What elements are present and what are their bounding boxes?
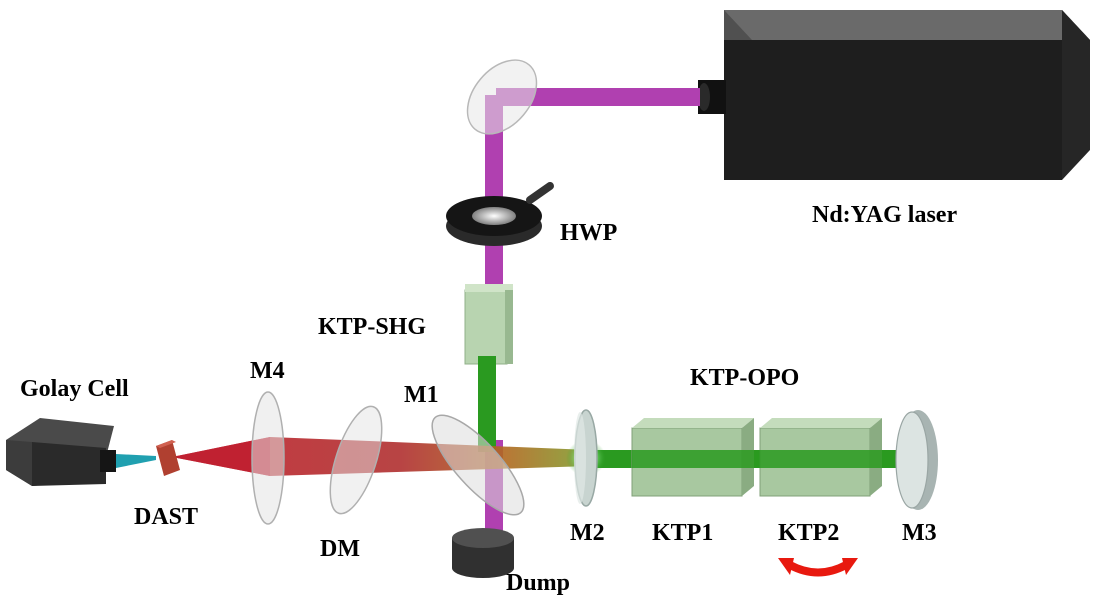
label-golay-cell: Golay Cell xyxy=(20,376,129,402)
turning-mirror-disk xyxy=(466,59,538,135)
laser-face xyxy=(724,40,1062,180)
green-beam-in-crystals xyxy=(632,450,910,468)
label-dast: DAST xyxy=(134,504,198,530)
beam-dump xyxy=(452,528,514,578)
laser-top-face xyxy=(724,10,1090,40)
golay-front xyxy=(32,442,106,486)
ktp-shg-side xyxy=(505,290,513,364)
label-dm: DM xyxy=(320,536,360,562)
label-laser: Nd:YAG laser xyxy=(812,202,957,228)
label-m3: M3 xyxy=(902,520,937,546)
m2-face xyxy=(574,412,586,504)
m2-mirror xyxy=(574,409,598,507)
hwp-handle xyxy=(526,182,554,204)
golay-cone xyxy=(116,454,156,468)
laser-side-face xyxy=(1062,10,1090,180)
label-ktp2: KTP2 xyxy=(778,520,839,546)
thz-beam-focus xyxy=(172,437,270,476)
m3-face xyxy=(895,411,929,509)
label-m4: M4 xyxy=(250,358,285,384)
m4-mirror xyxy=(251,391,285,525)
golay-side xyxy=(6,440,32,486)
ktp-shg-top xyxy=(465,284,513,292)
dast-crystal xyxy=(156,440,180,476)
dast-body xyxy=(156,440,180,476)
ktp-shg-body xyxy=(464,289,508,365)
rotation-arrow-arc xyxy=(788,561,848,577)
rotation-arrow-right-head xyxy=(842,558,858,575)
dump-top xyxy=(452,528,514,548)
pump-beam-horizontal xyxy=(496,88,700,106)
label-hwp: HWP xyxy=(560,220,617,246)
laser-aperture-lens xyxy=(698,83,710,111)
label-ktp1: KTP1 xyxy=(652,520,713,546)
label-ktp-shg: KTP-SHG xyxy=(318,314,426,340)
hwp-aperture xyxy=(472,207,516,225)
dast-top xyxy=(156,440,176,448)
turning-mirror xyxy=(466,59,538,135)
label-ktp-opo: KTP-OPO xyxy=(690,365,799,391)
ktp-shg-crystal xyxy=(464,284,513,365)
hwp xyxy=(446,182,554,246)
dm-mirror xyxy=(329,405,383,515)
m1-mirror xyxy=(431,414,525,516)
laser-box xyxy=(698,10,1090,180)
rotation-arrow xyxy=(778,558,858,577)
dump-bottom xyxy=(452,558,514,578)
rotation-arrow-left-head xyxy=(778,558,794,575)
m3-mirror xyxy=(895,410,938,510)
ktp1-top xyxy=(632,418,754,428)
label-m2: M2 xyxy=(570,520,605,546)
ktp2-top xyxy=(760,418,882,428)
label-m1: M1 xyxy=(404,382,439,408)
golay-cell xyxy=(6,418,156,486)
green-beam-vertical xyxy=(478,356,496,452)
golay-window-mount xyxy=(100,450,116,472)
label-dump: Dump xyxy=(506,570,570,596)
